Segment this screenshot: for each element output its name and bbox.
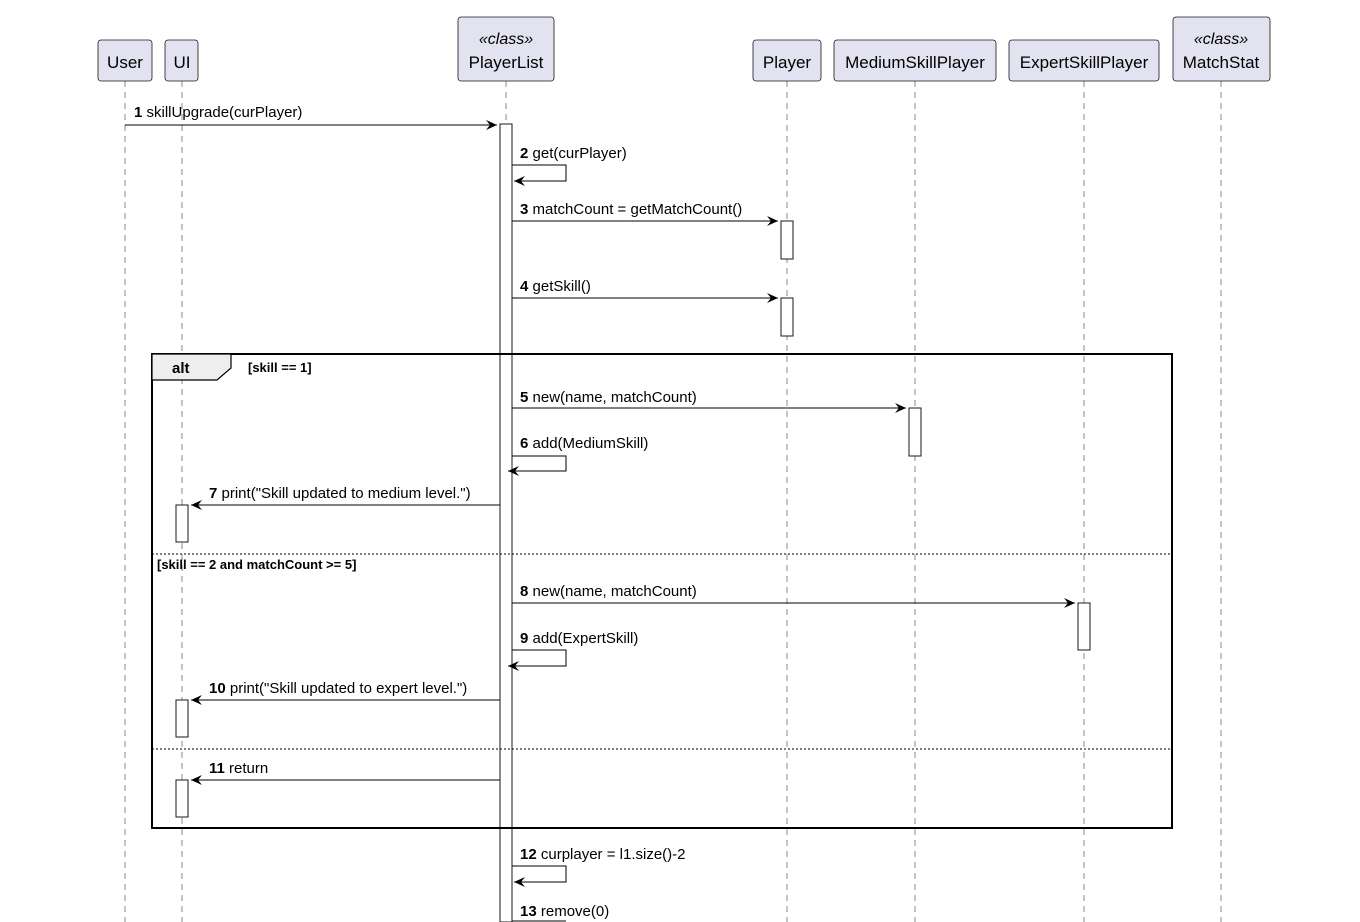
- message-number: 12: [520, 846, 537, 863]
- activation-ui-3: [175, 779, 189, 818]
- activation-player-1: [780, 220, 794, 260]
- message-text: print("Skill updated to expert level."): [230, 680, 467, 697]
- message-number: 6: [520, 435, 528, 452]
- svg-text:9 add(ExpertSkill): 9 add(ExpertSkill): [520, 630, 638, 647]
- participant-user: User: [97, 39, 153, 82]
- participant-label: PlayerList: [469, 53, 544, 72]
- message-9: 9 add(ExpertSkill): [508, 630, 638, 671]
- message-text: new(name, matchCount): [533, 583, 697, 600]
- message-text: skillUpgrade(curPlayer): [147, 104, 303, 121]
- fragment-operator: alt: [172, 360, 190, 377]
- message-text: print("Skill updated to medium level."): [222, 485, 471, 502]
- message-number: 8: [520, 583, 528, 600]
- message-number: 2: [520, 145, 528, 162]
- message-4: 4 getSkill(): [512, 278, 778, 303]
- message-3: 3 matchCount = getMatchCount(): [512, 201, 778, 226]
- svg-text:13 remove(0): 13 remove(0): [520, 903, 609, 920]
- message-number: 5: [520, 389, 528, 406]
- message-number: 1: [134, 104, 142, 121]
- participant-ui: UI: [164, 39, 199, 82]
- activation-ui-2: [175, 699, 189, 738]
- svg-text:11 return: 11 return: [209, 760, 268, 777]
- message-8: 8 new(name, matchCount): [512, 583, 1075, 608]
- participant-expertskillplayer: ExpertSkillPlayer: [1008, 39, 1160, 82]
- message-number: 3: [520, 201, 528, 218]
- participant-label: Player: [763, 53, 812, 72]
- participant-playerlist: «class» PlayerList: [457, 16, 555, 82]
- message-number: 13: [520, 903, 537, 920]
- participant-stereotype: «class»: [1194, 31, 1248, 48]
- message-number: 9: [520, 630, 528, 647]
- message-text: curplayer = l1.size()-2: [541, 846, 686, 863]
- message-7: 7 print("Skill updated to medium level."…: [191, 485, 500, 510]
- svg-text:7 print("Skill updated to medi: 7 print("Skill updated to medium level."…: [209, 485, 471, 502]
- message-number: 7: [209, 485, 217, 502]
- message-text: new(name, matchCount): [533, 389, 697, 406]
- alt-fragment: alt [skill == 1] [skill == 2 and matchCo…: [151, 353, 1173, 829]
- svg-text:6 add(MediumSkill): 6 add(MediumSkill): [520, 435, 648, 452]
- svg-text:4 getSkill(): 4 getSkill(): [520, 278, 591, 295]
- svg-text:1 skillUpgrade(curPlayer): 1 skillUpgrade(curPlayer): [134, 104, 302, 121]
- message-10: 10 print("Skill updated to expert level.…: [191, 680, 500, 705]
- participant-label: UI: [174, 53, 191, 72]
- svg-text:12 curplayer = l1.size()-2: 12 curplayer = l1.size()-2: [520, 846, 686, 863]
- svg-text:2 get(curPlayer): 2 get(curPlayer): [520, 145, 627, 162]
- message-text: return: [229, 760, 268, 777]
- message-number: 10: [209, 680, 226, 697]
- svg-text:8 new(name, matchCount): 8 new(name, matchCount): [520, 583, 697, 600]
- svg-text:3 matchCount = getMatchCount(): 3 matchCount = getMatchCount(): [520, 201, 742, 218]
- message-12: 12 curplayer = l1.size()-2: [512, 846, 686, 887]
- message-1: 1 skillUpgrade(curPlayer): [125, 104, 497, 130]
- fragment-guard-2: [skill == 2 and matchCount >= 5]: [157, 557, 356, 572]
- participant-label: MediumSkillPlayer: [845, 53, 985, 72]
- message-2: 2 get(curPlayer): [512, 145, 627, 186]
- message-number: 4: [520, 278, 529, 295]
- activation-expertskillplayer: [1077, 602, 1091, 651]
- messages: 1 skillUpgrade(curPlayer) 2 get(curPlaye…: [125, 104, 1075, 922]
- participant-player: Player: [752, 39, 822, 82]
- message-6: 6 add(MediumSkill): [508, 435, 648, 476]
- message-text: matchCount = getMatchCount(): [533, 201, 743, 218]
- participant-label: ExpertSkillPlayer: [1020, 53, 1149, 72]
- participant-stereotype: «class»: [479, 31, 533, 48]
- fragment-guard-1: [skill == 1]: [248, 360, 312, 375]
- message-text: remove(0): [541, 903, 609, 920]
- message-text: add(MediumSkill): [533, 435, 649, 452]
- svg-text:5 new(name, matchCount): 5 new(name, matchCount): [520, 389, 697, 406]
- participant-label: User: [107, 53, 143, 72]
- message-11: 11 return: [191, 760, 500, 785]
- activation-bars: [175, 123, 1091, 922]
- participant-label: MatchStat: [1183, 53, 1260, 72]
- message-text: add(ExpertSkill): [533, 630, 639, 647]
- activation-player-2: [780, 297, 794, 337]
- svg-text:10 print("Skill updated to exp: 10 print("Skill updated to expert level.…: [209, 680, 467, 697]
- activation-ui-1: [175, 504, 189, 543]
- message-number: 11: [209, 760, 225, 777]
- message-5: 5 new(name, matchCount): [512, 389, 906, 413]
- activation-mediumskillplayer: [908, 407, 922, 457]
- participant-mediumskillplayer: MediumSkillPlayer: [833, 39, 997, 82]
- message-13: 13 remove(0): [512, 903, 609, 922]
- message-text: getSkill(): [533, 278, 591, 295]
- participant-matchstat: «class» MatchStat: [1172, 16, 1271, 82]
- activation-playerlist: [499, 123, 513, 922]
- message-text: get(curPlayer): [533, 145, 627, 162]
